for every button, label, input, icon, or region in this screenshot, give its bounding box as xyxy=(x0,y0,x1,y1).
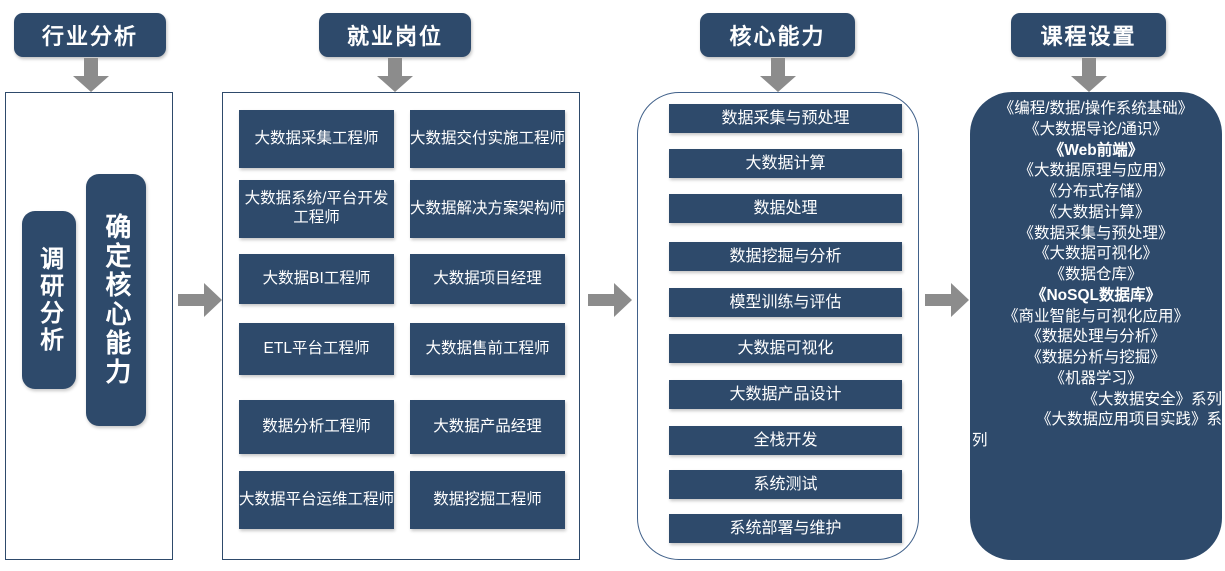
course-item-overflow[interactable]: 列 xyxy=(972,432,988,450)
ability-box-1[interactable]: 数据采集与预处理 xyxy=(669,104,902,133)
vertical-box-research-analysis[interactable]: 调研分析 xyxy=(22,211,76,389)
job-label: 大数据交付实施工程师 xyxy=(410,129,566,147)
course-item[interactable]: 《NoSQL数据库》 xyxy=(1030,286,1162,304)
ability-box-5[interactable]: 模型训练与评估 xyxy=(669,288,902,317)
job-label: 数据挖掘工程师 xyxy=(433,490,542,508)
course-item[interactable]: 《数据仓库》 xyxy=(1049,266,1143,284)
ability-box-3[interactable]: 数据处理 xyxy=(669,194,902,223)
ability-label: 全栈开发 xyxy=(753,431,818,449)
job-box-right-3[interactable]: 大数据项目经理 xyxy=(410,254,565,304)
job-box-left-4[interactable]: ETL平台工程师 xyxy=(239,323,394,375)
ability-label: 模型训练与评估 xyxy=(729,293,842,311)
ability-box-2[interactable]: 大数据计算 xyxy=(669,149,902,178)
panel-curriculum xyxy=(970,92,1222,560)
ability-box-4[interactable]: 数据挖掘与分析 xyxy=(669,242,902,271)
course-item[interactable]: 《商业智能与可视化应用》 xyxy=(1002,307,1189,325)
job-label: 大数据售前工程师 xyxy=(425,339,550,357)
ability-label: 大数据产品设计 xyxy=(729,385,842,403)
job-box-right-5[interactable]: 大数据产品经理 xyxy=(410,400,565,454)
course-item[interactable]: 《编程/数据/操作系统基础》 xyxy=(998,100,1194,117)
ability-label: 数据采集与预处理 xyxy=(721,109,850,127)
ability-label: 大数据计算 xyxy=(745,154,826,172)
arrow-down-icon-curriculum xyxy=(1071,58,1107,92)
ability-label: 数据挖掘与分析 xyxy=(729,247,842,265)
header-label: 就业岗位 xyxy=(346,24,443,49)
arrow-right-icon-2 xyxy=(588,283,632,317)
course-item[interactable]: 《分布式存储》 xyxy=(1041,183,1151,201)
job-box-right-6[interactable]: 数据挖掘工程师 xyxy=(410,471,565,529)
ability-box-9[interactable]: 系统测试 xyxy=(669,470,902,499)
ability-box-10[interactable]: 系统部署与维护 xyxy=(669,514,902,543)
arrow-down-icon-abilities xyxy=(760,58,796,92)
header-pill-industry-analysis[interactable]: 行业分析 xyxy=(14,13,166,57)
arrow-down-icon-industry xyxy=(73,58,109,92)
ability-label: 大数据可视化 xyxy=(737,339,834,357)
header-label: 课程设置 xyxy=(1040,24,1137,49)
course-item[interactable]: 《大数据原理与应用》 xyxy=(1018,162,1174,180)
course-item[interactable]: 《Web前端》 xyxy=(1048,141,1144,159)
arrow-right-icon-3 xyxy=(925,283,969,317)
job-box-left-1[interactable]: 大数据采集工程师 xyxy=(239,110,394,168)
arrow-down-icon-employment xyxy=(377,58,413,92)
job-label: 大数据平台运维工程师 xyxy=(239,490,395,508)
job-box-right-4[interactable]: 大数据售前工程师 xyxy=(410,323,565,375)
ability-label: 系统测试 xyxy=(753,475,818,493)
job-box-right-2[interactable]: 大数据解决方案架构师 xyxy=(410,180,565,238)
course-item[interactable]: 《大数据安全》系列 xyxy=(1082,390,1222,408)
job-box-left-3[interactable]: 大数据BI工程师 xyxy=(239,254,394,304)
job-label: 数据分析工程师 xyxy=(262,417,371,435)
course-list: 《编程/数据/操作系统基础》 《大数据导论/通识》 《Web前端》 《大数据原理… xyxy=(966,99,1225,452)
header-label: 行业分析 xyxy=(41,24,138,49)
ability-box-6[interactable]: 大数据可视化 xyxy=(669,334,902,363)
ability-label: 数据处理 xyxy=(753,199,818,217)
course-item[interactable]: 《大数据导论/通识》 xyxy=(1024,120,1168,138)
course-item[interactable]: 《大数据计算》 xyxy=(1041,203,1151,221)
course-item[interactable]: 《数据处理与分析》 xyxy=(1026,328,1166,346)
job-label: 大数据项目经理 xyxy=(433,269,542,287)
vertical-box-label: 调研分析 xyxy=(35,246,63,354)
ability-box-8[interactable]: 全栈开发 xyxy=(669,426,902,455)
vertical-box-label: 确定核心能力 xyxy=(101,213,132,387)
course-item[interactable]: 《大数据应用项目实践》系 xyxy=(1035,411,1222,429)
job-label: 大数据解决方案架构师 xyxy=(410,199,566,217)
ability-box-7[interactable]: 大数据产品设计 xyxy=(669,380,902,409)
job-label: 大数据采集工程师 xyxy=(254,129,379,147)
course-item[interactable]: 《数据分析与挖掘》 xyxy=(1026,349,1166,367)
job-label: 大数据产品经理 xyxy=(433,417,542,435)
job-label: 大数据系统/平台开发工程师 xyxy=(244,190,389,226)
job-label: 大数据BI工程师 xyxy=(262,269,371,287)
header-pill-curriculum[interactable]: 课程设置 xyxy=(1011,13,1166,57)
job-box-left-2[interactable]: 大数据系统/平台开发工程师 xyxy=(239,180,394,238)
job-box-right-1[interactable]: 大数据交付实施工程师 xyxy=(410,110,565,168)
header-pill-core-abilities[interactable]: 核心能力 xyxy=(700,13,855,57)
arrow-right-icon-1 xyxy=(178,283,222,317)
vertical-box-core-ability[interactable]: 确定核心能力 xyxy=(86,174,146,426)
job-box-left-5[interactable]: 数据分析工程师 xyxy=(239,400,394,454)
ability-label: 系统部署与维护 xyxy=(729,519,842,537)
job-label: ETL平台工程师 xyxy=(263,339,370,357)
header-pill-employment-positions[interactable]: 就业岗位 xyxy=(319,13,471,57)
course-item[interactable]: 《数据采集与预处理》 xyxy=(1018,224,1174,242)
course-item[interactable]: 《机器学习》 xyxy=(1049,369,1143,387)
course-item[interactable]: 《大数据可视化》 xyxy=(1033,245,1158,263)
job-box-left-6[interactable]: 大数据平台运维工程师 xyxy=(239,471,394,529)
header-label: 核心能力 xyxy=(729,24,826,49)
